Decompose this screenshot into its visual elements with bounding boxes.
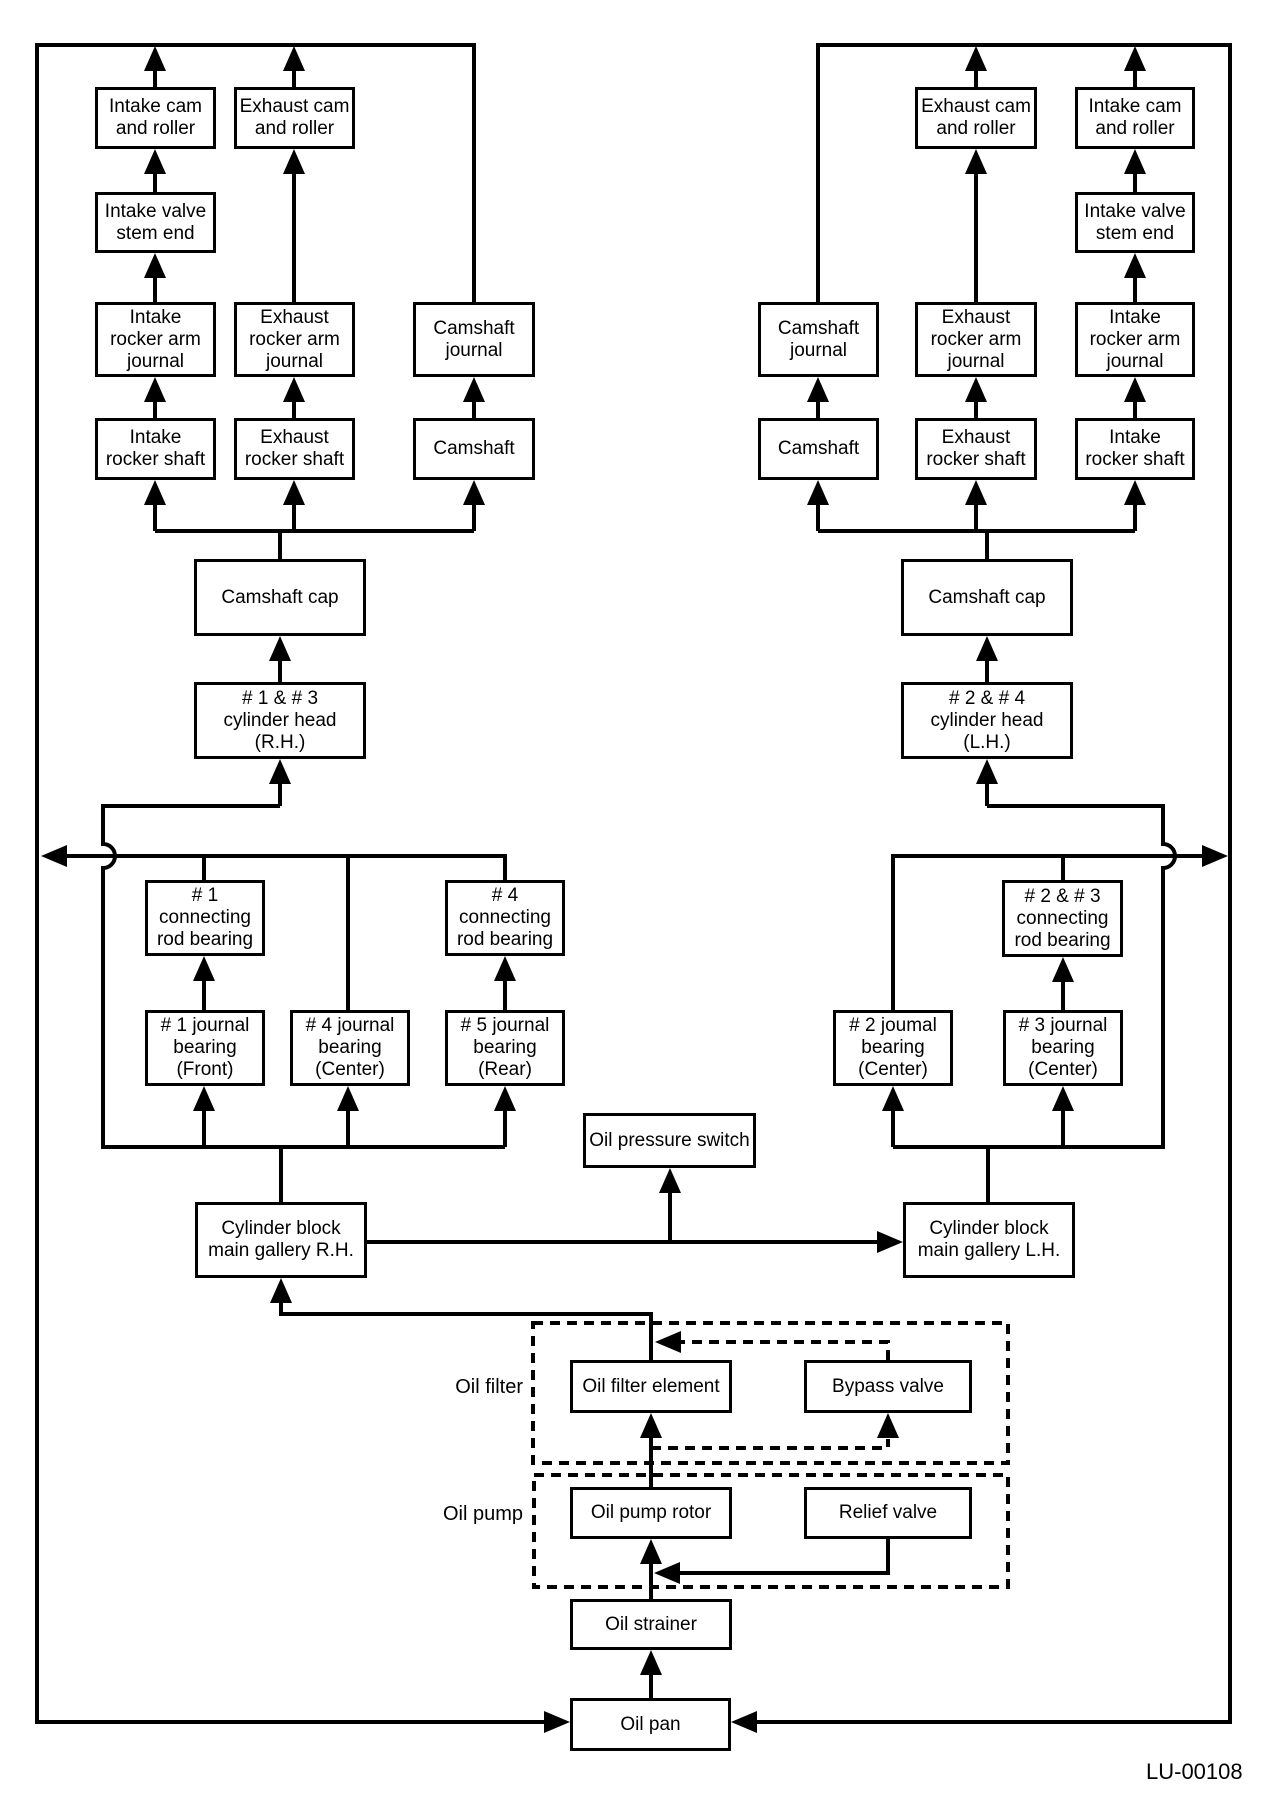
node-rh-intake-rocker-shaft: Intake rocker shaft [95, 418, 216, 480]
oil-filter-group-label: Oil filter [455, 1376, 523, 1398]
node-connecting-rod-bearing-4: # 4 connecting rod bearing [445, 880, 565, 956]
node-connecting-rod-bearing-2-3: # 2 & # 3 connecting rod bearing [1002, 880, 1123, 957]
node-oil-filter-element: Oil filter element [570, 1360, 732, 1413]
node-lh-camshaft-journal: Camshaft journal [758, 302, 879, 377]
node-lh-camshaft-cap: Camshaft cap [901, 559, 1073, 636]
node-cylinder-block-main-gallery-lh: Cylinder block main gallery L.H. [903, 1202, 1075, 1278]
diagram-id-label: LU-00108 [1146, 1759, 1243, 1784]
node-oil-pump-rotor: Oil pump rotor [570, 1487, 732, 1539]
node-lh-cylinder-head: # 2 & # 4 cylinder head (L.H.) [901, 682, 1073, 759]
node-rh-exhaust-cam-roller: Exhaust cam and roller [234, 87, 355, 149]
node-cylinder-block-main-gallery-rh: Cylinder block main gallery R.H. [195, 1202, 367, 1278]
node-lh-intake-cam-roller: Intake cam and roller [1075, 87, 1195, 149]
node-rh-camshaft-cap: Camshaft cap [194, 559, 366, 636]
node-journal-bearing-2: # 2 joumal bearing (Center) [833, 1010, 953, 1086]
node-journal-bearing-4: # 4 journal bearing (Center) [290, 1010, 410, 1086]
node-lh-intake-valve-stem-end: Intake valve stem end [1075, 192, 1195, 253]
node-bypass-valve: Bypass valve [804, 1360, 972, 1413]
node-journal-bearing-1: # 1 journal bearing (Front) [145, 1010, 265, 1086]
node-rh-camshaft-journal: Camshaft journal [413, 302, 535, 377]
node-journal-bearing-3: # 3 journal bearing (Center) [1003, 1010, 1123, 1086]
node-oil-strainer: Oil strainer [570, 1599, 732, 1650]
node-rh-exhaust-rocker-arm-journal: Exhaust rocker arm journal [234, 302, 355, 377]
node-journal-bearing-5: # 5 journal bearing (Rear) [445, 1010, 565, 1086]
node-rh-camshaft: Camshaft [413, 418, 535, 480]
node-oil-pressure-switch: Oil pressure switch [583, 1113, 756, 1168]
node-lh-intake-rocker-arm-journal: Intake rocker arm journal [1075, 302, 1195, 377]
node-relief-valve: Relief valve [804, 1487, 972, 1539]
node-lh-exhaust-rocker-arm-journal: Exhaust rocker arm journal [915, 302, 1037, 377]
node-oil-pan: Oil pan [570, 1698, 731, 1751]
node-rh-intake-rocker-arm-journal: Intake rocker arm journal [95, 302, 216, 377]
node-lh-intake-rocker-shaft: Intake rocker shaft [1075, 418, 1195, 480]
oil-pump-group-label: Oil pump [442, 1503, 523, 1525]
node-connecting-rod-bearing-1: # 1 connecting rod bearing [145, 880, 265, 956]
node-lh-exhaust-cam-roller: Exhaust cam and roller [915, 87, 1037, 149]
node-rh-intake-cam-roller: Intake cam and roller [95, 87, 216, 149]
node-rh-intake-valve-stem-end: Intake valve stem end [95, 192, 216, 253]
node-rh-exhaust-rocker-shaft: Exhaust rocker shaft [234, 418, 355, 480]
node-rh-cylinder-head: # 1 & # 3 cylinder head (R.H.) [194, 682, 366, 759]
node-lh-camshaft: Camshaft [758, 418, 879, 480]
node-lh-exhaust-rocker-shaft: Exhaust rocker shaft [915, 418, 1037, 480]
